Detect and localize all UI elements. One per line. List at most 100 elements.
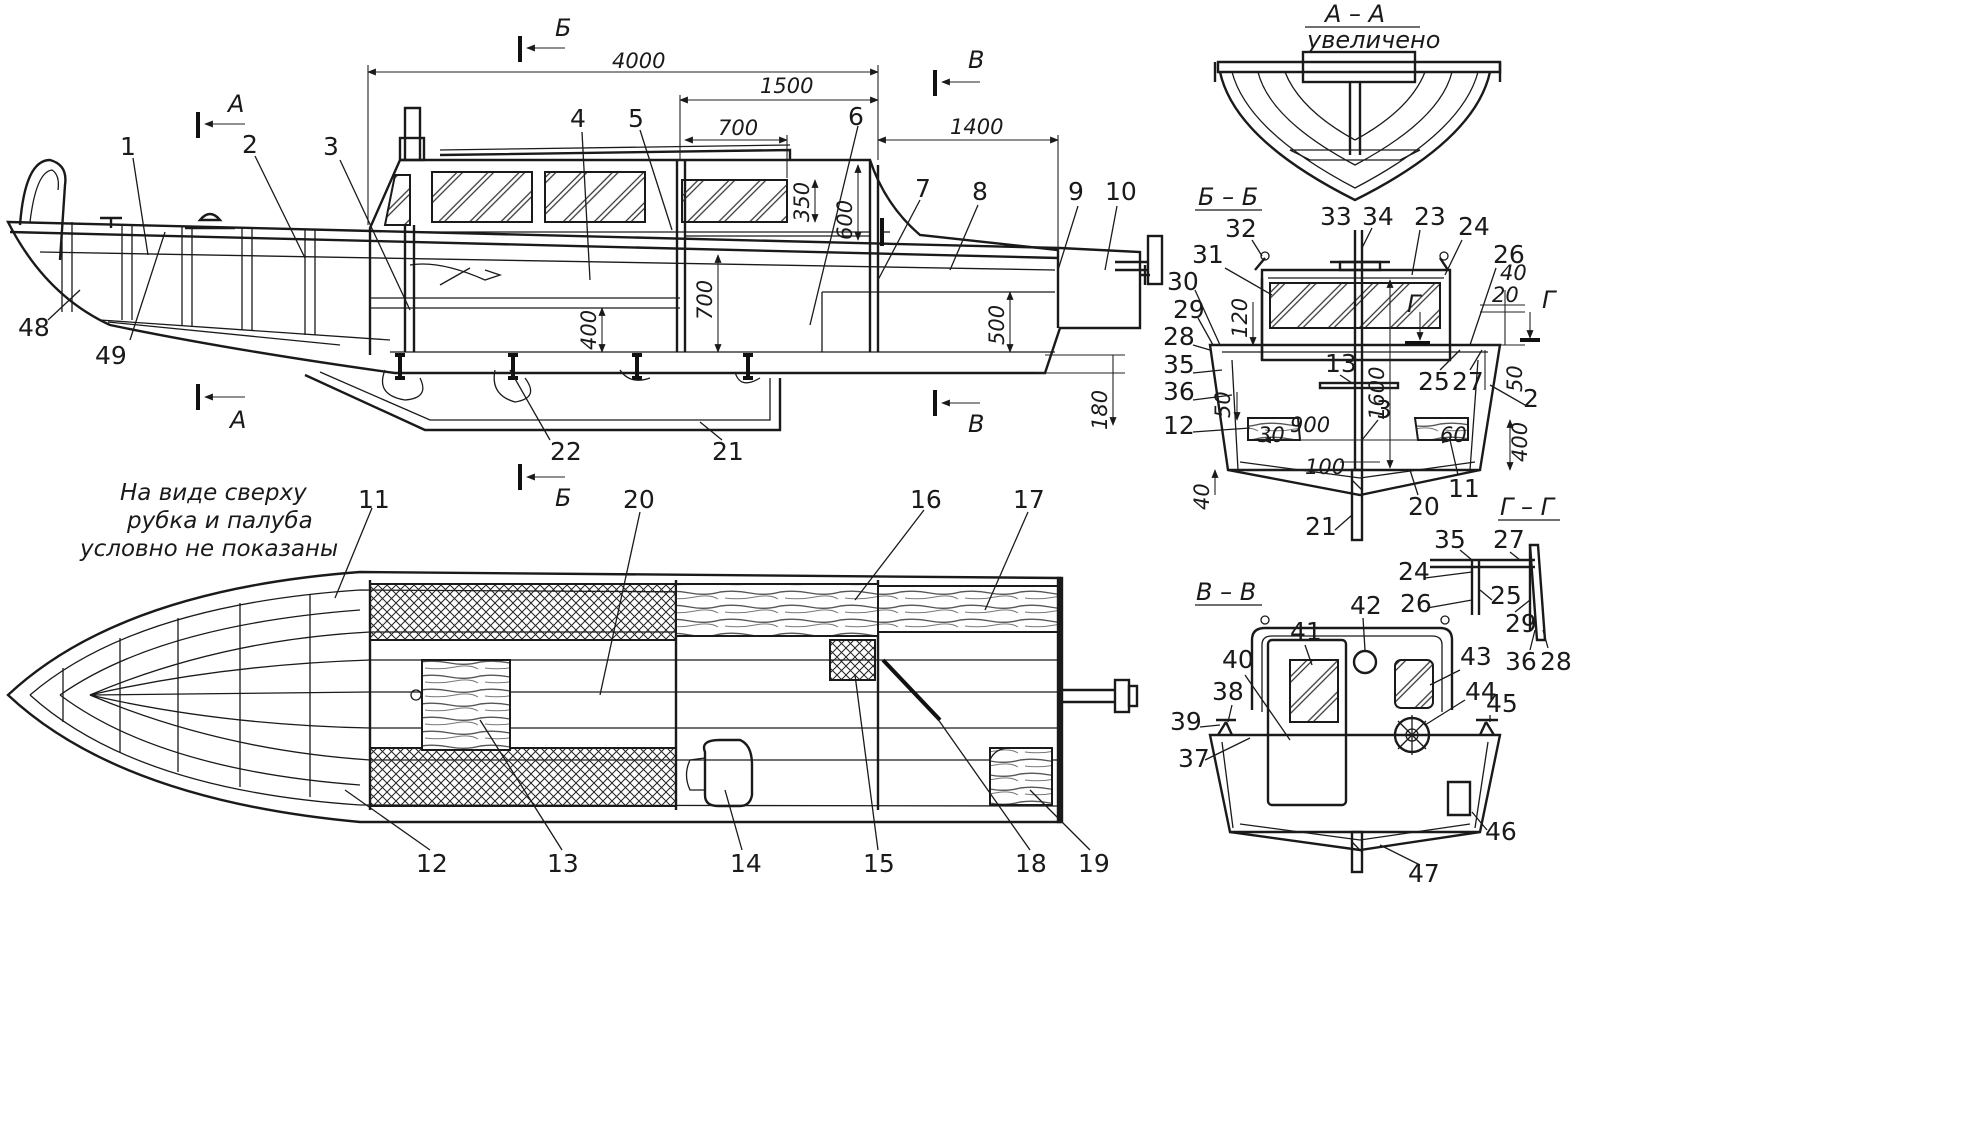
svg-text:18: 18 [1015, 849, 1047, 878]
svg-text:45: 45 [1486, 689, 1518, 718]
svg-text:8: 8 [972, 177, 988, 206]
svg-text:29: 29 [1505, 609, 1537, 638]
svg-text:47: 47 [1408, 859, 1440, 888]
section-gg-title: Г – Г [1500, 493, 1556, 521]
svg-text:37: 37 [1178, 744, 1210, 773]
seat-mesh-rear [369, 747, 677, 807]
dim-cabin-aft: 1500 [760, 74, 813, 98]
dim-seat-height: 400 [577, 310, 601, 350]
door-window [1289, 659, 1339, 723]
svg-text:А: А [226, 90, 244, 118]
svg-text:2: 2 [1523, 384, 1539, 413]
svg-text:20: 20 [623, 485, 655, 514]
svg-text:Б: Б [555, 14, 571, 42]
svg-text:2: 2 [242, 130, 258, 159]
top-view-note-line-3: условно не показаны [79, 536, 338, 562]
svg-text:11: 11 [1448, 474, 1480, 503]
svg-text:40: 40 [1222, 645, 1254, 674]
bb-callouts: 32 33 34 23 24 26 31 30 29 28 35 36 12 [1163, 202, 1539, 541]
dim-60: 60 [1440, 423, 1467, 447]
section-mark-g: Г Г [1405, 286, 1557, 345]
dim-window-height: 350 [790, 182, 814, 222]
svg-text:24: 24 [1458, 212, 1490, 241]
dim-900: 900 [1290, 413, 1330, 437]
svg-text:23: 23 [1414, 202, 1446, 231]
dim-20: 20 [1492, 283, 1519, 307]
svg-text:1: 1 [120, 132, 136, 161]
section-vv-hull [1208, 733, 1502, 852]
hatch-cover [421, 659, 511, 751]
vv-callouts: 42 41 40 43 44 38 45 39 37 46 47 [1170, 591, 1518, 888]
svg-text:46: 46 [1485, 817, 1517, 846]
section-aa-title: А – А [1323, 0, 1385, 28]
svg-text:32: 32 [1225, 214, 1257, 243]
aft-seat [1446, 780, 1472, 817]
top-view-note-line-1: На виде сверху [120, 480, 307, 506]
dim-draft: 180 [1088, 390, 1112, 430]
cabin-door [1266, 638, 1348, 807]
side-callouts: 1 2 3 4 5 6 7 8 9 10 48 49 22 2 [18, 102, 1137, 466]
svg-text:24: 24 [1398, 557, 1430, 586]
section-bb-title: Б – Б [1198, 183, 1258, 211]
svg-text:27: 27 [1493, 525, 1525, 554]
svg-text:33: 33 [1320, 202, 1352, 231]
svg-text:5: 5 [628, 104, 644, 133]
svg-text:Г: Г [1407, 290, 1422, 318]
svg-text:25: 25 [1418, 367, 1450, 396]
section-bb-hull [1208, 343, 1502, 497]
svg-text:36: 36 [1163, 377, 1195, 406]
svg-text:25: 25 [1490, 581, 1522, 610]
svg-text:41: 41 [1290, 617, 1322, 646]
dim-40-bottom: 40 [1190, 483, 1214, 510]
seat-right [1413, 417, 1469, 441]
svg-text:Г: Г [1542, 286, 1557, 314]
svg-text:15: 15 [863, 849, 895, 878]
bench-wood-starboard [877, 585, 1059, 633]
section-aa-subtitle: увеличено [1306, 26, 1440, 54]
dim-overall-cabin: 4000 [612, 49, 665, 73]
bench-wood-port [675, 583, 879, 637]
cabin-window [431, 171, 533, 223]
svg-text:26: 26 [1400, 589, 1432, 618]
sheer-line [9, 230, 1059, 260]
deck-hatch [185, 212, 235, 230]
outboard-top [1062, 688, 1115, 704]
top-view-note-line-2: рубка и палуба [126, 508, 313, 534]
svg-text:36: 36 [1505, 647, 1537, 676]
svg-text:35: 35 [1434, 525, 1466, 554]
svg-text:21: 21 [1305, 512, 1337, 541]
svg-text:39: 39 [1170, 707, 1202, 736]
bow-rail [18, 158, 67, 261]
svg-text:3: 3 [1376, 395, 1392, 424]
svg-text:12: 12 [416, 849, 448, 878]
cabin-window [681, 179, 788, 223]
hull-side-outline [6, 220, 1142, 375]
driver-seat [702, 738, 754, 808]
section-mark-a-top: А [196, 90, 245, 138]
section-bb: Б – Б [1163, 183, 1557, 542]
svg-text:6: 6 [848, 102, 864, 131]
bow-cleat [100, 216, 122, 228]
svg-text:11: 11 [358, 485, 390, 514]
hull-top-outline [6, 570, 1062, 824]
svg-text:34: 34 [1362, 202, 1394, 231]
svg-text:48: 48 [18, 313, 50, 342]
dim-40: 40 [1500, 261, 1527, 285]
svg-text:16: 16 [910, 485, 942, 514]
dim-120: 120 [1228, 298, 1252, 338]
svg-text:10: 10 [1105, 177, 1137, 206]
svg-text:А: А [228, 406, 246, 434]
section-gg: Г – Г 35 27 24 25 26 29 36 28 [1398, 493, 1572, 676]
keel-section-vv [1350, 830, 1364, 874]
svg-text:21: 21 [712, 437, 744, 466]
dim-side-height: 500 [985, 305, 1009, 345]
svg-text:28: 28 [1540, 647, 1572, 676]
section-mark-v-top: В [933, 46, 984, 96]
top-callouts: 11 20 16 17 12 13 14 15 18 19 [334, 485, 1110, 878]
svg-text:Б: Б [555, 484, 571, 512]
top-view: На виде сверху рубка и палуба условно не… [6, 480, 1139, 878]
svg-text:44: 44 [1465, 677, 1497, 706]
mast [403, 106, 422, 160]
svg-text:43: 43 [1460, 642, 1492, 671]
